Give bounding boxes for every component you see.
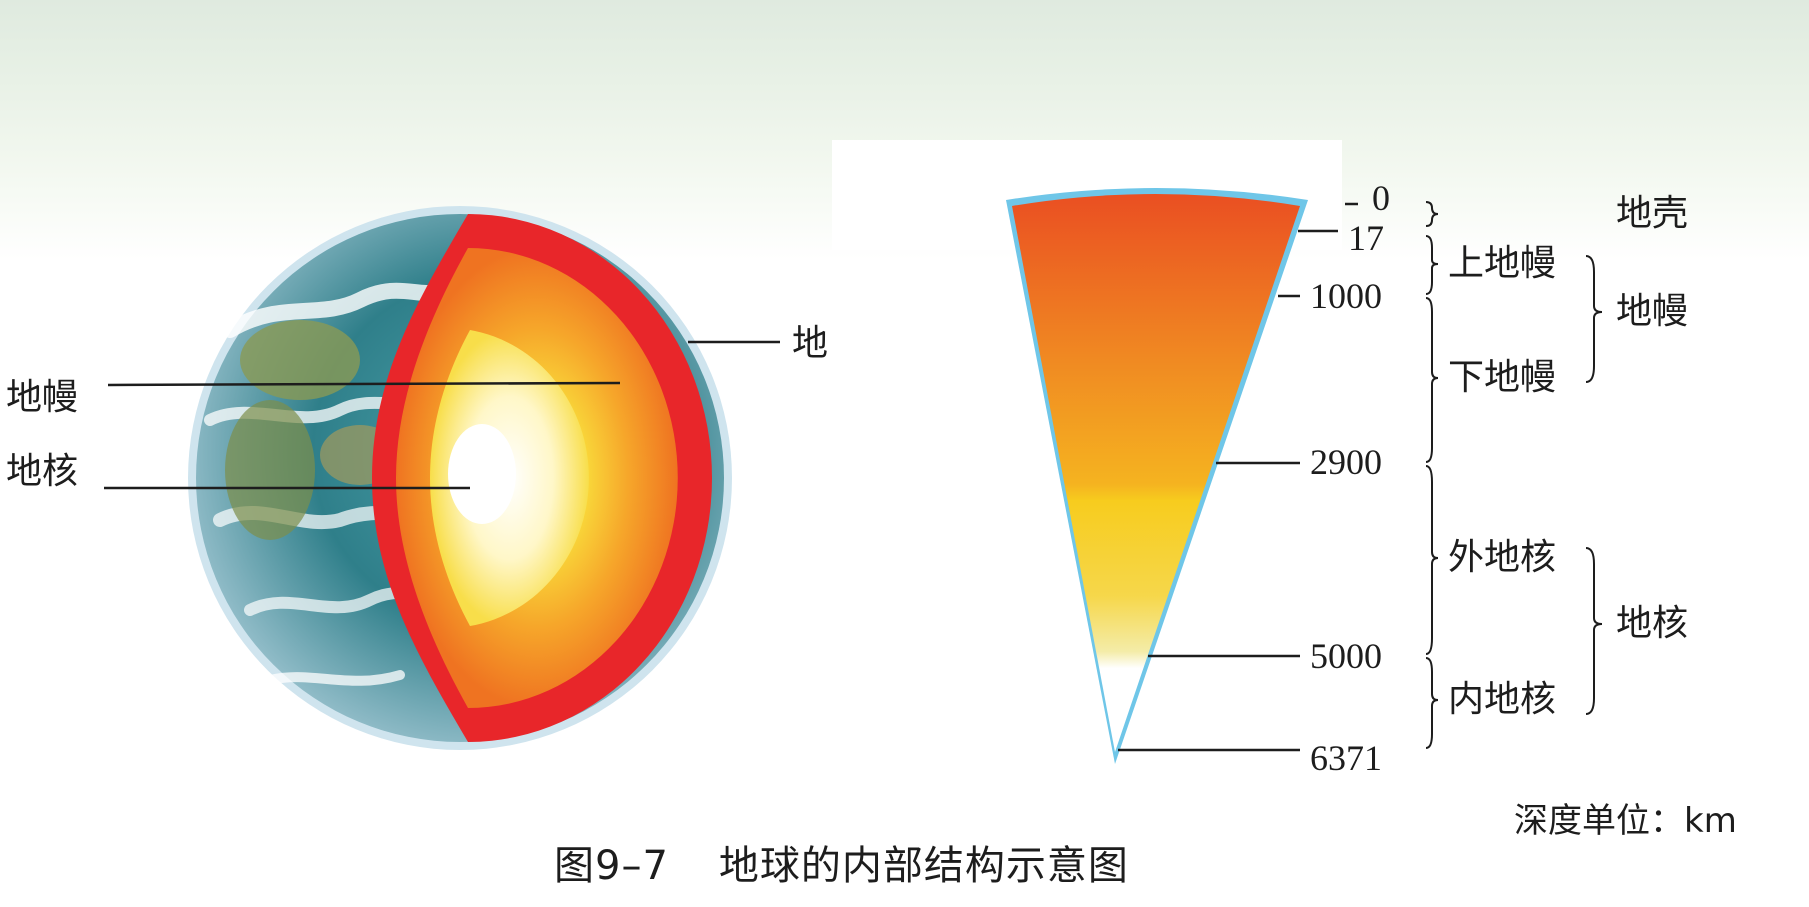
figure-title: 地球的内部结构示意图 xyxy=(718,843,1129,889)
depth-label-2900: 2900 xyxy=(1310,442,1382,482)
depth-label-0: 0 xyxy=(1372,178,1390,218)
earth-section-wedge xyxy=(1006,188,1308,764)
label-lower-mantle: 下地幔 xyxy=(1448,357,1557,398)
label-inner-core: 内地核 xyxy=(1448,679,1557,720)
globe-label-crust: 地 xyxy=(792,323,829,364)
depth-label-5000: 5000 xyxy=(1310,636,1382,676)
brace-mantle xyxy=(1585,255,1603,383)
label-crust: 地壳 xyxy=(1616,193,1689,234)
depth-label-1000: 1000 xyxy=(1310,276,1382,316)
globe-label-core: 地核 xyxy=(6,451,79,492)
label-upper-mantle: 上地幔 xyxy=(1448,243,1557,284)
inner-core-glow xyxy=(448,424,516,524)
brace-lower-mantle xyxy=(1425,297,1439,463)
brace-inner-core xyxy=(1425,657,1439,749)
brace-core xyxy=(1585,547,1603,715)
depth-unit-note: 深度单位：km xyxy=(1514,801,1737,841)
label-outer-core: 外地核 xyxy=(1448,537,1557,578)
brace-upper-mantle xyxy=(1425,235,1439,295)
brace-outer-core xyxy=(1425,465,1439,655)
depth-braces xyxy=(1425,201,1603,749)
depth-label-17: 17 xyxy=(1348,218,1384,258)
figure-number: 图9–7 xyxy=(554,843,669,889)
depth-label-6371: 6371 xyxy=(1310,738,1382,778)
label-mantle: 地幔 xyxy=(1616,291,1689,332)
brace-crust xyxy=(1425,201,1439,227)
globe-illustration xyxy=(188,206,732,750)
globe-label-mantle: 地幔 xyxy=(6,377,79,418)
wedge-fill xyxy=(1012,194,1300,752)
label-core: 地核 xyxy=(1616,603,1689,644)
figure-caption: 图9–7 地球的内部结构示意图 xyxy=(554,846,1129,886)
mantle-leader-line xyxy=(107,381,621,387)
